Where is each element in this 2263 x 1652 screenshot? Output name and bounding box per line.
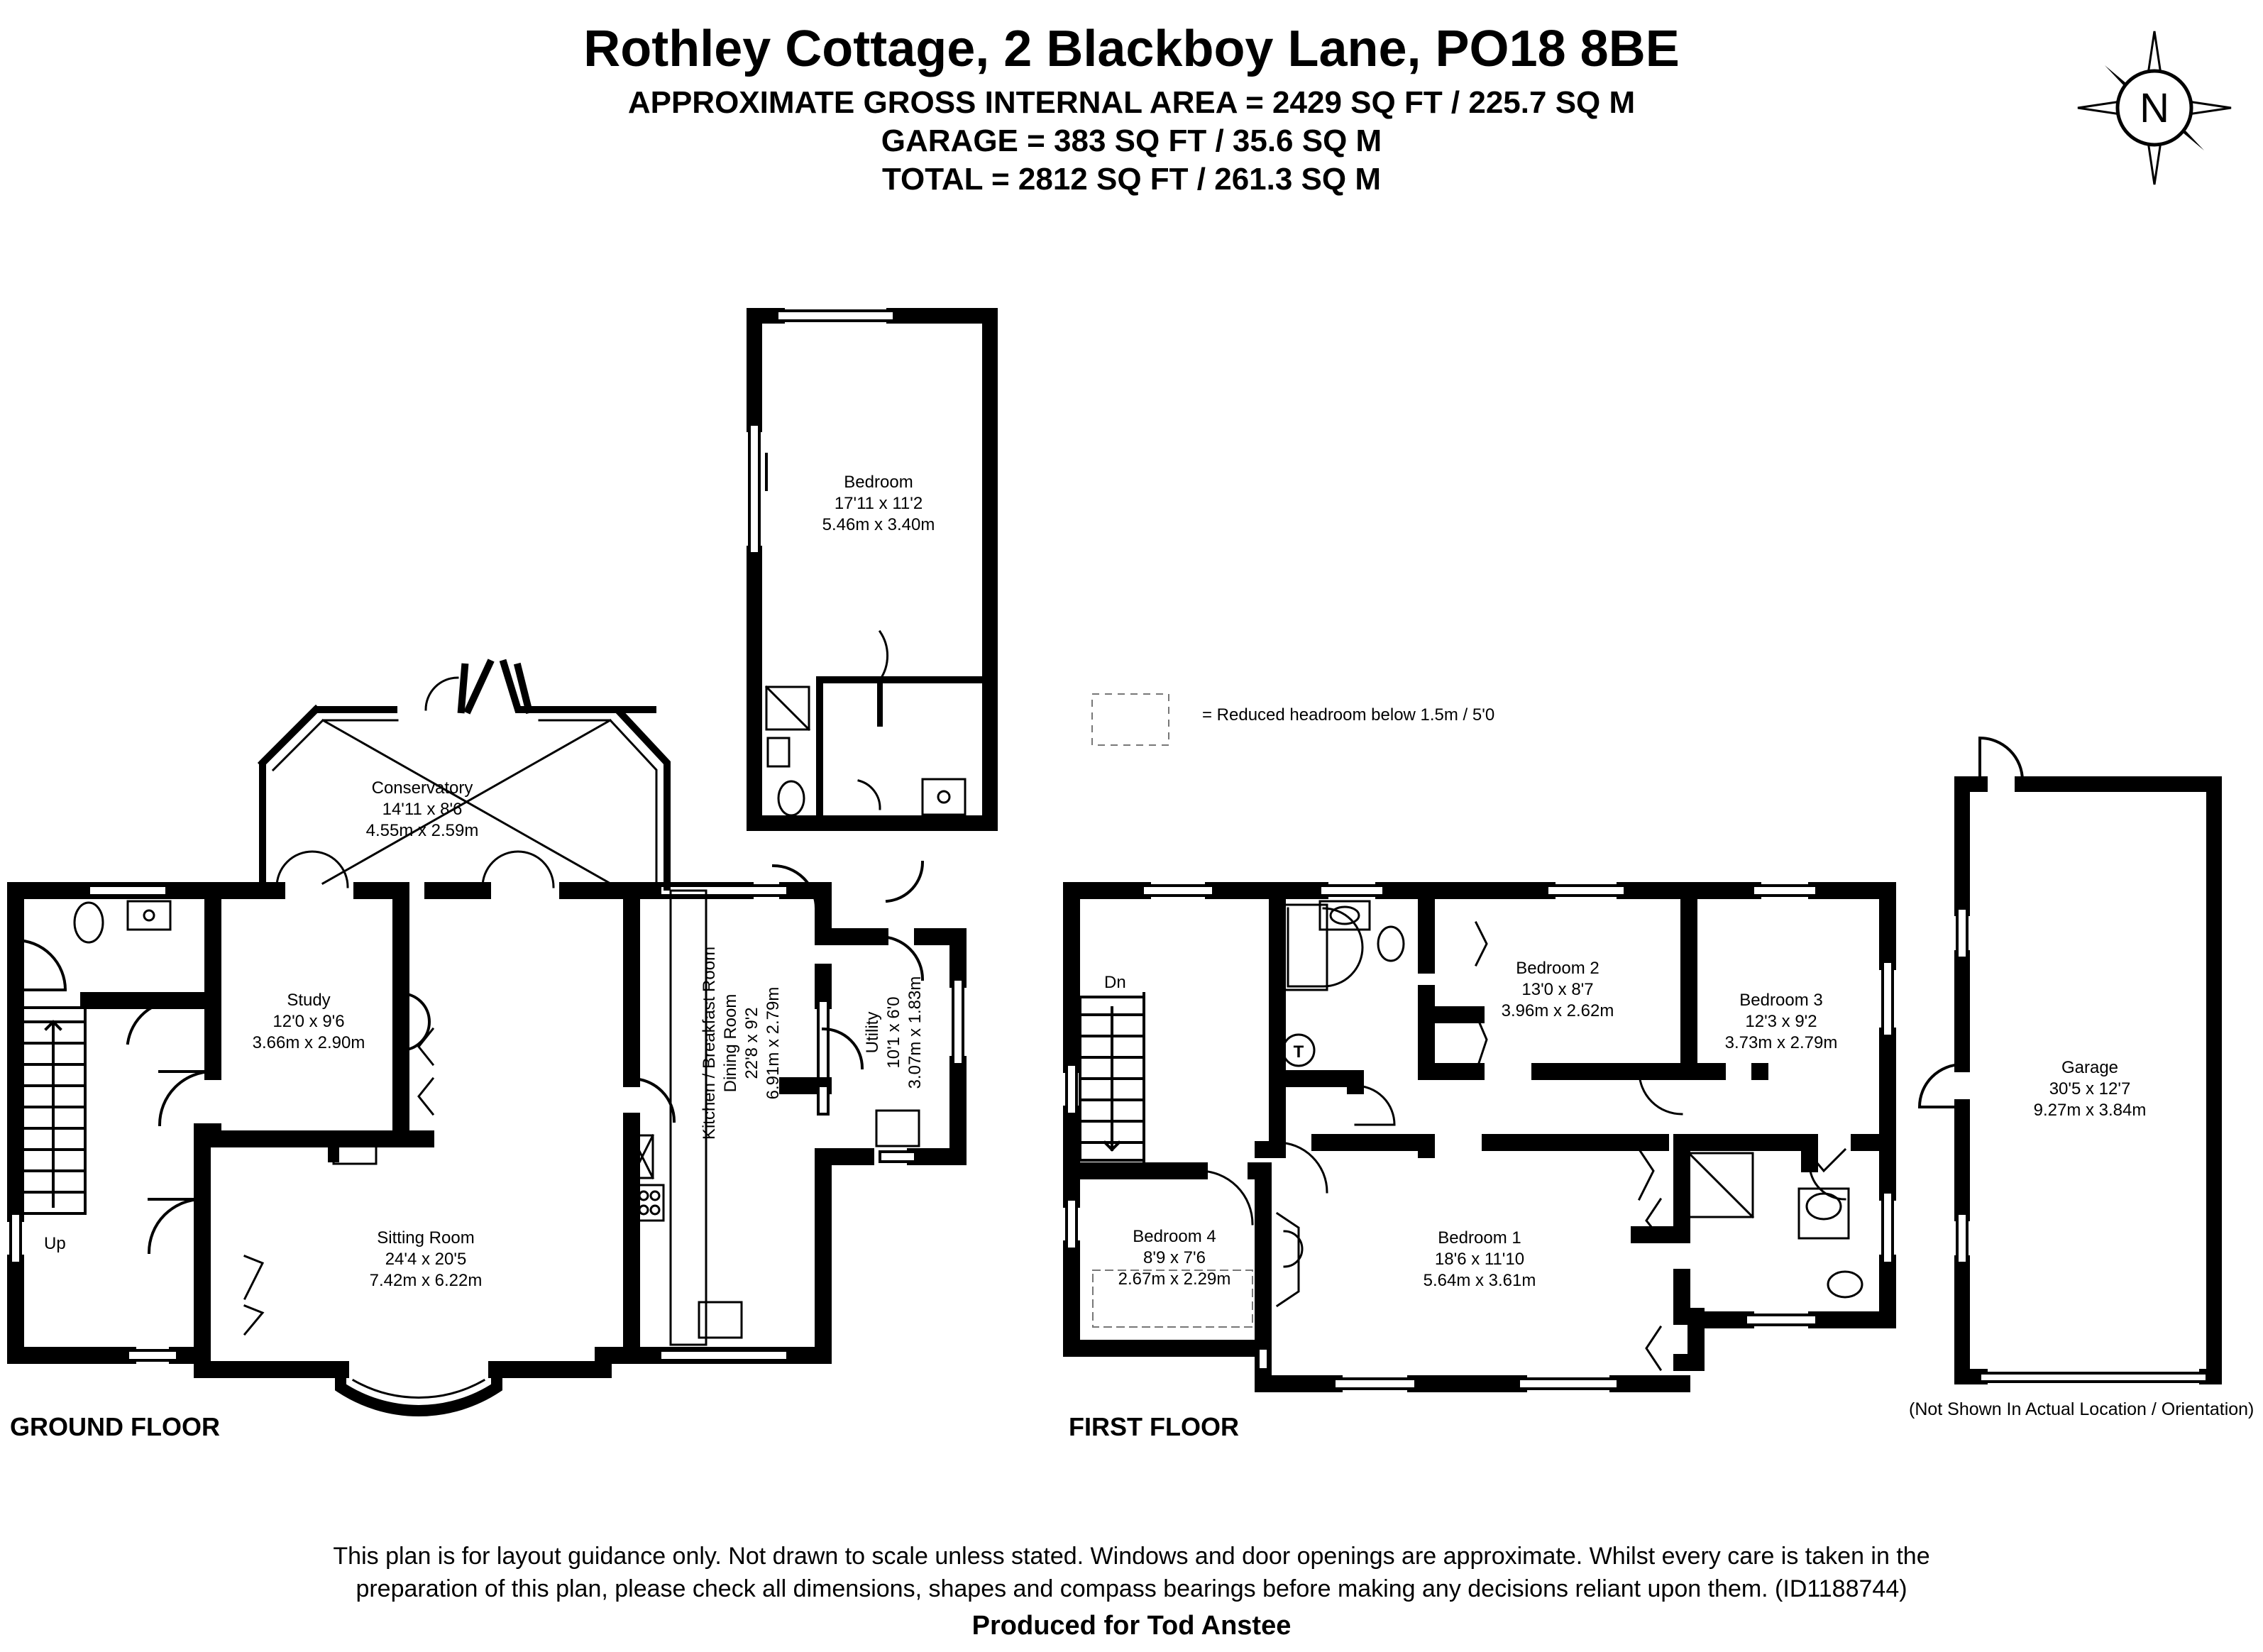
room-conservatory: Conservatory 14'11 x 8'6 4.55m x 2.59m [365, 778, 479, 840]
total-area: TOTAL = 2812 SQ FT / 261.3 SQ M [881, 162, 1382, 197]
room-bedroom-3: Bedroom 3 12'3 x 9'2 3.73m x 2.79m [1724, 991, 1838, 1052]
produced-by: Produced for Tod Anstee [971, 1611, 1292, 1641]
compass-label: N [2140, 85, 2169, 131]
bay-window [335, 1364, 502, 1416]
first-floor-windows [1065, 884, 1894, 1390]
gross-internal-area: APPROXIMATE GROSS INTERNAL AREA = 2429 S… [627, 85, 1636, 120]
compass-north-icon: N [2077, 31, 2232, 185]
first-floor-staircase [1079, 992, 1145, 1165]
first-floor-walls [1063, 882, 1896, 1392]
reduced-headroom-legend-text: = Reduced headroom below 1.5m / 5'0 [1202, 705, 1495, 725]
stairs-up-label: Up [44, 1234, 66, 1253]
room-utility: Utility 10'1 x 6'0 3.07m x 1.83m [863, 976, 925, 1089]
room-bedroom-2: Bedroom 2 13'0 x 8'7 3.96m x 2.62m [1501, 959, 1614, 1020]
garage-area: GARAGE = 383 SQ FT / 35.6 SQ M [881, 123, 1382, 158]
ground-staircase [20, 1006, 87, 1215]
room-study: Study 12'0 x 9'6 3.66m x 2.90m [252, 991, 365, 1052]
room-bedroom-1: Bedroom 1 18'6 x 11'10 5.64m x 3.61m [1423, 1228, 1536, 1290]
conservatory-walls [257, 659, 671, 891]
disclaimer-line-2: preparation of this plan, please check a… [356, 1575, 1907, 1602]
disclaimer-line-1: This plan is for layout guidance only. N… [333, 1543, 1930, 1570]
ground-windows [9, 860, 964, 1362]
garage-walls [1954, 776, 2222, 1384]
room-annex-bedroom: Bedroom 17'11 x 11'2 5.46m x 3.40m [822, 473, 935, 534]
room-sitting-room: Sitting Room 24'4 x 20'5 7.42m x 6.22m [369, 1228, 483, 1290]
tank-label: T [1294, 1042, 1304, 1062]
ground-floor-walls [7, 882, 967, 1378]
first-floor-label: FIRST FLOOR [1069, 1412, 1239, 1441]
annex-window [748, 309, 896, 555]
plan-title: Rothley Cottage, 2 Blackboy Lane, PO18 8… [583, 21, 1680, 77]
stairs-down-label: Dn [1104, 973, 1126, 992]
garage-doors [1917, 736, 2208, 1383]
reduced-headroom-legend-box [1091, 693, 1169, 746]
annex-walls [747, 308, 998, 831]
room-bedroom-4: Bedroom 4 8'9 x 7'6 2.67m x 2.29m [1118, 1227, 1231, 1289]
ground-floor-label: GROUND FLOOR [10, 1412, 220, 1441]
room-garage: Garage 30'5 x 12'7 9.27m x 3.84m [2033, 1058, 2147, 1120]
room-kitchen-breakfast-dining: Kitchen / Breakfast Room Dining Room 22'… [700, 946, 783, 1140]
garage-location-note: (Not Shown In Actual Location / Orientat… [1909, 1399, 2254, 1419]
